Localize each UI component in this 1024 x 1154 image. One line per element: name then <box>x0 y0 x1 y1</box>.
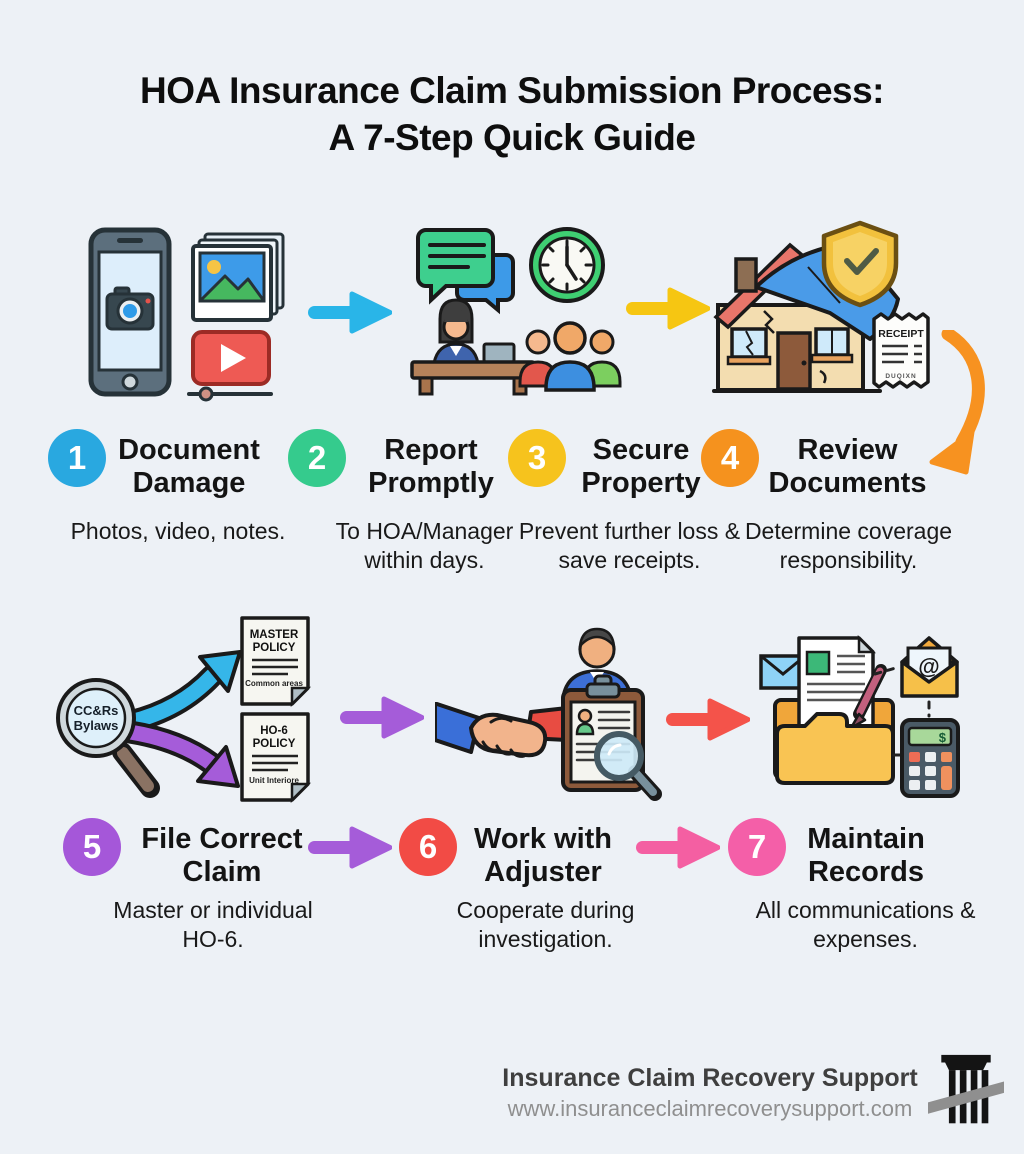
document-damage-icon-group <box>88 227 285 402</box>
main-title-line-2: A 7-Step Quick Guide <box>328 117 696 158</box>
step-1-title: Document Damage <box>118 434 260 500</box>
folder-front-panel <box>775 712 895 785</box>
ho6-policy-line2: POLICY <box>253 738 296 750</box>
clipboard-magnifier-icon <box>594 731 662 801</box>
damaged-house-icon <box>712 241 900 393</box>
step-1-description: Photos, video, notes. <box>70 518 286 544</box>
chat-bubbles-icon <box>416 228 515 315</box>
step-7-description: All communications & expenses. <box>755 897 976 953</box>
master-policy-sub: Common areas <box>245 679 303 688</box>
file-correct-claim-icon-group: CC&Rs Bylaws MASTER POLICY Common areas … <box>56 616 312 804</box>
step-3-number-badge: 3 <box>508 429 566 487</box>
arrow-step3-to-step4-curve <box>929 330 985 475</box>
step-3-description: Prevent further loss & save receipts. <box>518 518 741 574</box>
step-2-title: Report Promptly <box>368 434 494 500</box>
ho6-policy-line1: HO-6 <box>260 725 287 737</box>
arrow-step2-to-step3 <box>624 287 710 331</box>
step-6-number-badge: 6 <box>399 818 457 876</box>
calculator-icon: $ <box>900 718 960 798</box>
step-5-description: Master or individual HO-6. <box>113 897 313 953</box>
document-icon <box>797 634 877 732</box>
arrow-step1-to-step2 <box>306 291 392 335</box>
handshake-icon <box>435 702 569 758</box>
master-policy-line2: POLICY <box>253 642 296 654</box>
video-player-icon <box>187 330 273 402</box>
phone-camera-icon <box>88 227 172 397</box>
receipt-title-text: RECEIPT <box>878 328 924 340</box>
arrow-icons6-to-icons7 <box>664 698 750 742</box>
step-4-number-badge: 4 <box>701 429 759 487</box>
people-group-icon <box>518 321 622 392</box>
step-7-title: Maintain Records <box>807 823 925 889</box>
arrow-magnifier-to-ho6-icon <box>118 720 240 788</box>
step-6-title: Work with Adjuster <box>473 823 613 889</box>
report-promptly-icon-group <box>410 227 622 396</box>
main-title-line-1: HOA Insurance Claim Submission Process: <box>139 70 885 111</box>
email-at-symbol: @ <box>918 654 939 679</box>
master-policy-doc-icon: MASTER POLICY Common areas <box>240 616 312 708</box>
work-with-adjuster-icon-group <box>435 627 662 801</box>
step-4-title: Review Documents <box>768 434 927 500</box>
dashed-connectors <box>873 665 931 757</box>
arrow-step6-to-step7 <box>634 826 720 870</box>
maintain-records-icon-group: @ $ <box>759 634 960 798</box>
brand-name: Insurance Claim Recovery Support <box>502 1064 918 1092</box>
shield-check-icon <box>821 220 899 308</box>
step-4-description: Determine coverage responsibility. <box>744 518 953 574</box>
step-5-number-badge: 5 <box>63 818 121 876</box>
step-3-title: Secure Property <box>581 434 701 500</box>
receptionist-desk-icon <box>410 298 536 396</box>
clock-icon <box>529 227 605 303</box>
step-7-number-badge: 7 <box>728 818 786 876</box>
email-envelope-icon: @ <box>900 636 959 698</box>
arrow-icons5-to-icons6 <box>338 696 424 740</box>
magnifier-label-line1: CC&Rs <box>74 703 119 718</box>
step-2-number-badge: 2 <box>288 429 346 487</box>
step-2-description: To HOA/Manager within days. <box>335 518 514 574</box>
ho6-policy-doc-icon: HO-6 POLICY Unit Interiore <box>240 712 312 804</box>
arrow-magnifier-to-master-icon <box>118 650 242 734</box>
photo-stack-icon <box>191 232 285 322</box>
secure-property-icon-group: RECEIPT DUQIXN <box>712 220 930 393</box>
arrow-step5-to-step6 <box>306 826 392 870</box>
receipt-icon: RECEIPT DUQIXN <box>872 312 930 389</box>
receipt-footer-text: DUQIXN <box>885 373 916 380</box>
step-1-number-badge: 1 <box>48 429 106 487</box>
brand-website: www.insuranceclaimrecoverysupport.com <box>507 1096 913 1121</box>
magnifier-label-line2: Bylaws <box>74 718 119 733</box>
ho6-policy-sub: Unit Interiore <box>249 776 299 785</box>
pillar-logo-icon <box>928 1054 1004 1124</box>
magnifier-ccrs-icon: CC&Rs Bylaws <box>56 678 160 798</box>
master-policy-line1: MASTER <box>250 629 299 641</box>
calculator-display-text: $ <box>939 730 947 745</box>
step-5-title: File Correct Claim <box>141 823 303 889</box>
step-6-description: Cooperate during investigation. <box>456 897 635 953</box>
